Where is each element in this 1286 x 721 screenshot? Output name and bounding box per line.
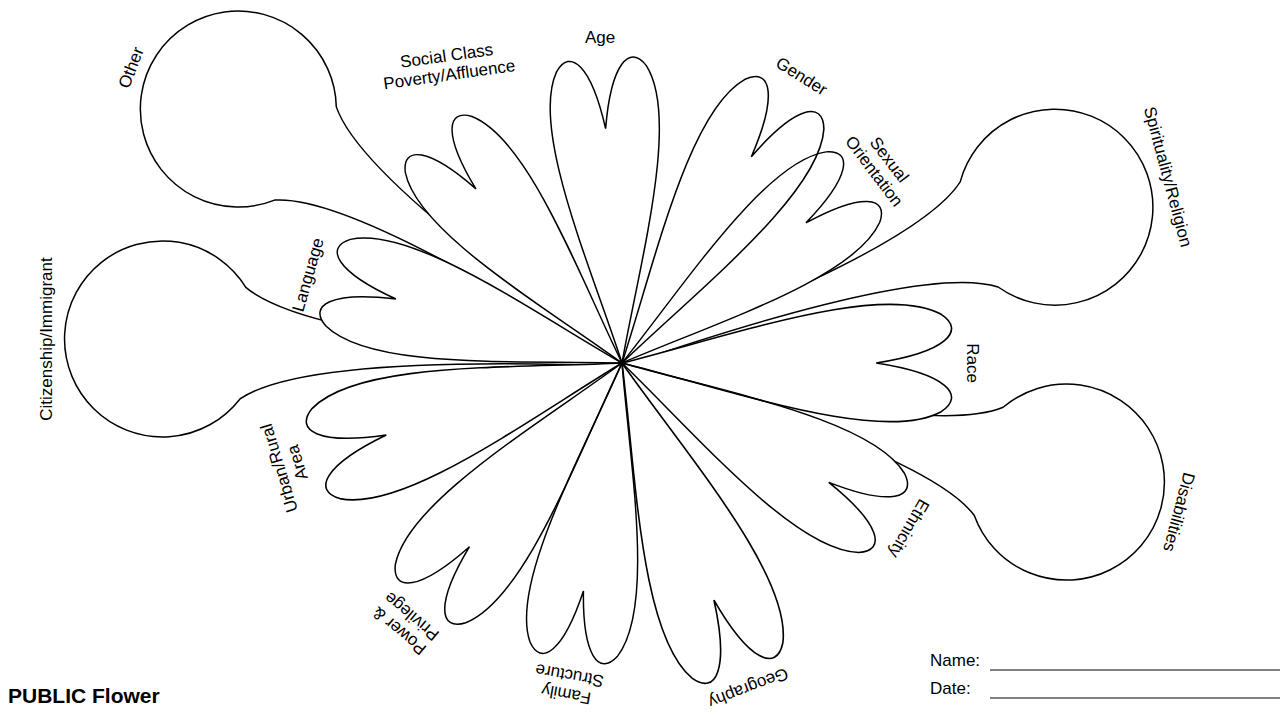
petal-label: Power & Privilege [363,583,448,663]
petal-label: Social Class Poverty/Affluence [366,36,530,95]
heart-petal [382,328,665,637]
heart-petal [314,228,637,415]
signature-line [990,697,1280,698]
heart-petals [300,55,952,691]
signature-line [990,669,1280,670]
heart-petal [594,315,917,565]
petal-label: Citizenship/Immigrant [38,257,57,420]
petal-mask [300,55,952,691]
petal-label: Family Structure [523,658,613,710]
petal-label: Sexual Orientation [836,115,926,217]
form-field-label: Date: [930,680,971,699]
petal-label: Language [290,236,329,314]
heart-petal [567,342,796,692]
heart-petal [519,354,674,667]
petal-fill [392,104,662,397]
worksheet-title: PUBLIC Flower [8,684,160,708]
heart-petal [574,66,837,393]
heart-petal [547,55,677,366]
petal-label: Race [963,343,982,383]
heart-petal [590,139,893,406]
form-field-label: Name: [930,652,980,671]
petal-label: Gender [772,54,830,100]
heart-petal [392,104,662,397]
petal-label: Age [585,29,615,48]
heart-petal [622,304,952,422]
petal-label: Ethnicity [884,496,932,561]
